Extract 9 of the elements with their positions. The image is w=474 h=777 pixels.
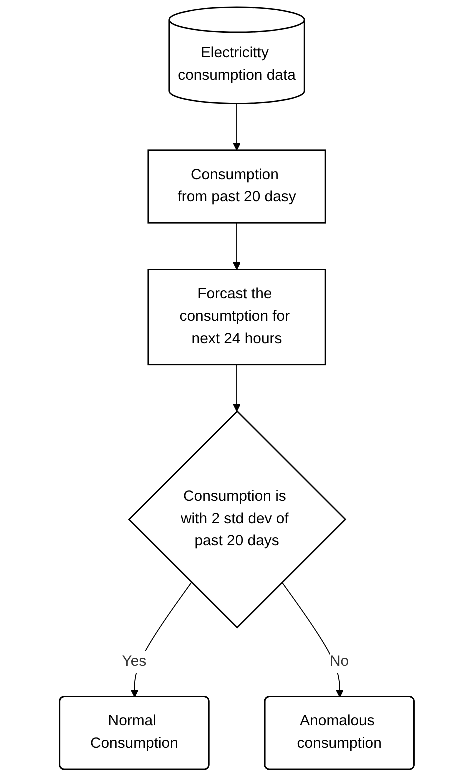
- edge-label: Yes: [122, 654, 147, 670]
- arrow: [282, 582, 344, 698]
- node-diamond: Consumption is with 2 std dev of past 20 days: [128, 410, 347, 629]
- arrow: [232, 103, 242, 151]
- node-box: Consumption from past 20 dasy: [148, 150, 326, 224]
- arrow: [232, 222, 242, 270]
- arrow: [232, 364, 242, 412]
- edge-label: No: [330, 654, 350, 670]
- node-box: Forcast the consumtption for next 24 hours: [148, 269, 326, 366]
